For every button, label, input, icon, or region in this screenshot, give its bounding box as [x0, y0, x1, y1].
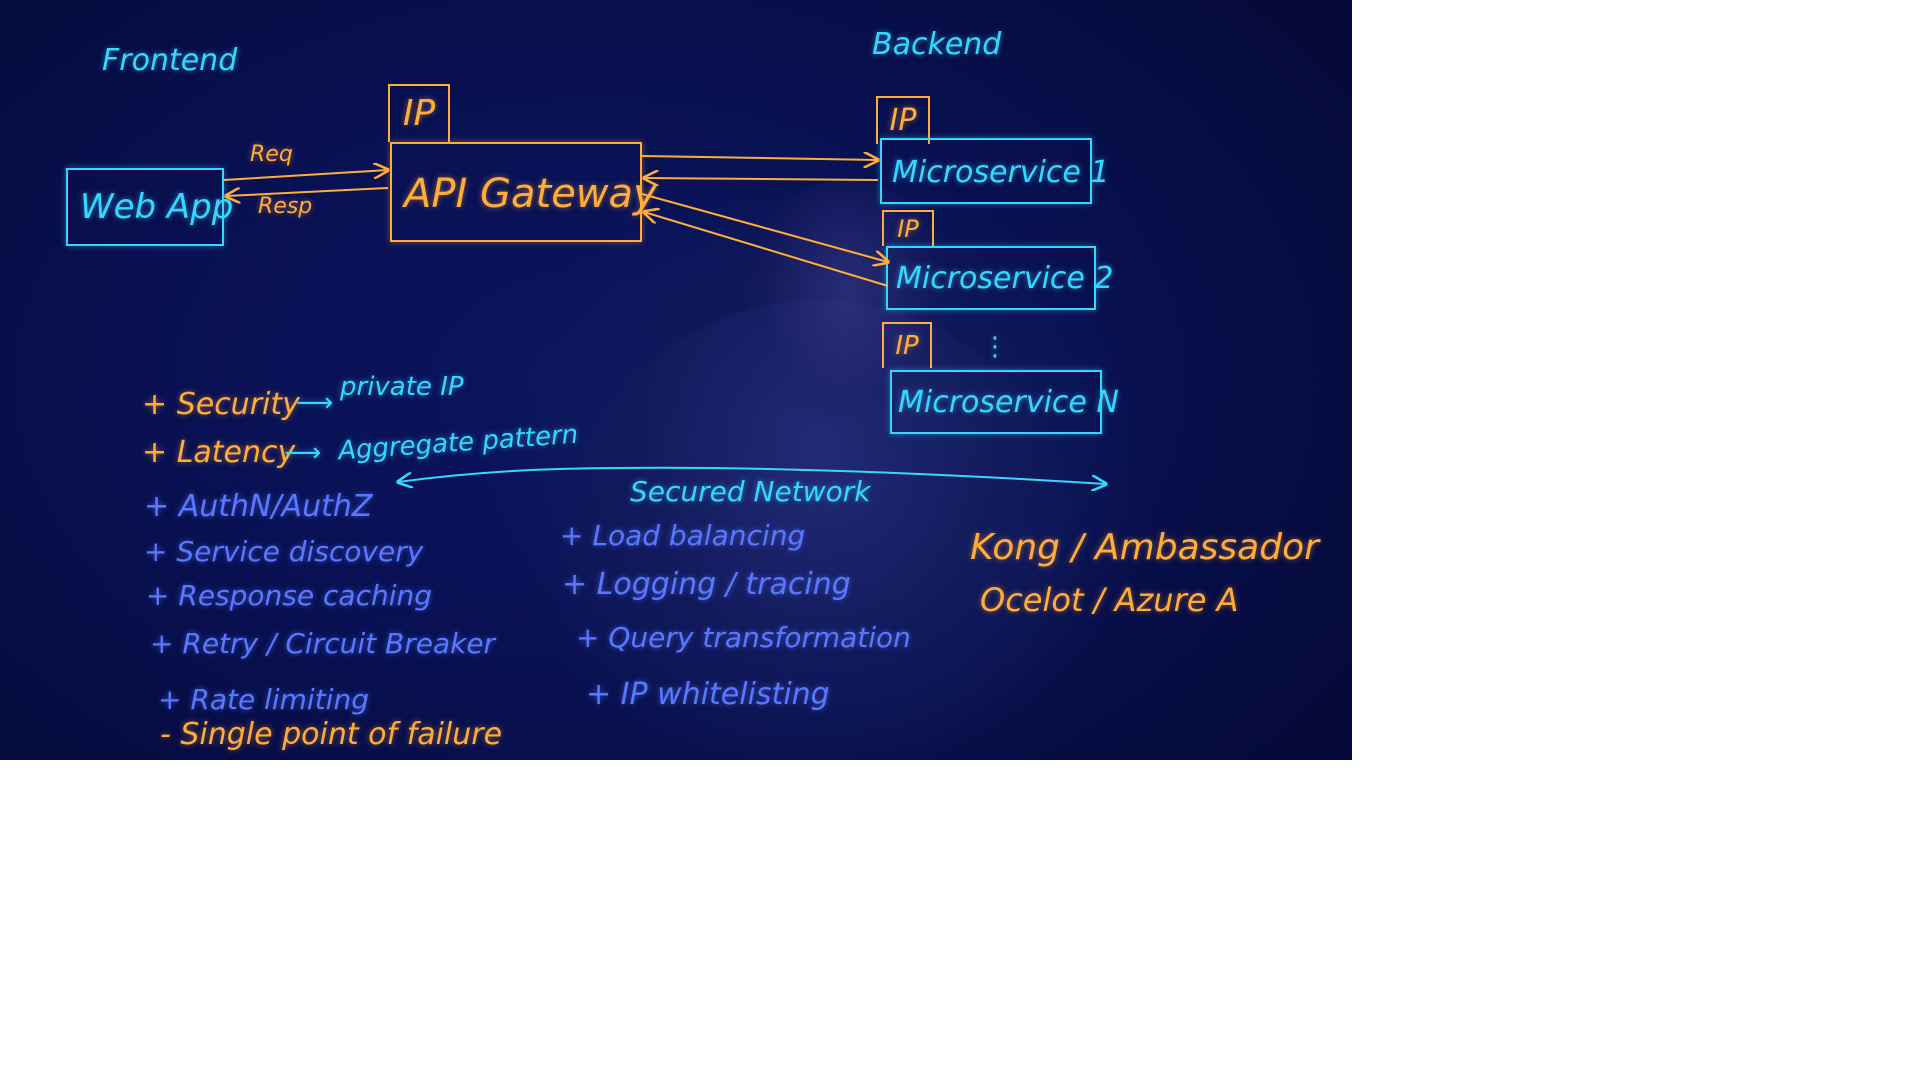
gw-to-ms2-arrow	[641, 193, 888, 262]
web-app-box: Web App	[66, 168, 233, 246]
pro-text: Service discovery	[176, 535, 424, 568]
service-2-ip-tag: IP	[882, 210, 934, 246]
pro-item: + Rate limiting	[158, 686, 369, 714]
pro-arrow: ⟶	[284, 438, 322, 468]
microservice-1-box: Microservice 1	[880, 138, 1110, 204]
microservice-2-label: Microservice 2	[896, 261, 1114, 296]
ms1-to-gw-arrow	[644, 178, 879, 180]
pro-sign: +	[142, 387, 168, 422]
services-ellipsis: ⋮	[982, 332, 1008, 362]
pro-text: Response caching	[178, 579, 433, 612]
pro-text: Retry / Circuit Breaker	[182, 627, 496, 660]
service-1-ip-label: IP	[889, 103, 917, 138]
pro-item: + Service discovery	[144, 538, 423, 566]
gateway-ip-tag: IP	[388, 84, 450, 142]
pro-middle-item: + Query transformation	[576, 621, 911, 654]
pro-sign: +	[144, 535, 168, 568]
web-app-label: Web App	[80, 187, 234, 227]
products-line-2: Ocelot / Azure A	[980, 581, 1239, 619]
secured-network-label: Secured Network	[630, 475, 871, 508]
pro-note: private IP	[340, 372, 464, 402]
service-2-ip-label: IP	[897, 215, 919, 243]
pro-sign: +	[144, 489, 170, 524]
pro-item: + Security	[142, 390, 300, 420]
resp-label: Resp	[258, 194, 313, 219]
pro-sign: +	[142, 435, 168, 470]
products-line-1: Kong / Ambassador	[970, 527, 1319, 568]
pro-sign: +	[158, 683, 182, 716]
api-gateway-label: API Gateway	[404, 171, 657, 217]
frontend-label: Frontend	[102, 43, 238, 78]
pro-text: Security	[176, 387, 300, 422]
gw-to-ms1-arrow	[641, 156, 878, 160]
presenter-head	[748, 180, 948, 420]
api-gateway-box: API Gateway	[390, 142, 657, 242]
gateway-ip-label: IP	[402, 93, 436, 134]
pro-arrow: ⟶	[296, 388, 334, 418]
pro-item: + Response caching	[146, 582, 432, 610]
pro-text: Rate limiting	[190, 683, 369, 716]
microservice-2-box: Microservice 2	[886, 246, 1114, 310]
secured-network-arrow	[398, 466, 1106, 484]
pro-middle-item: + Logging / tracing	[562, 567, 851, 602]
pro-item: + Latency	[142, 438, 295, 468]
pro-middle-item: + IP whitelisting	[586, 677, 830, 712]
pro-item: + AuthN/AuthZ	[144, 492, 372, 522]
microservice-n-label: Microservice N	[898, 385, 1119, 420]
pro-sign: +	[146, 579, 170, 612]
con-text: Single point of failure	[180, 717, 503, 752]
pro-sign: +	[150, 627, 174, 660]
con-item: - Single point of failure	[160, 720, 502, 750]
pro-middle-item: + Load balancing	[560, 519, 806, 552]
microservice-n-box: Microservice N	[890, 370, 1119, 434]
con-sign: -	[160, 717, 171, 752]
diagram-arrows	[223, 0, 1352, 760]
req-label: Req	[250, 142, 293, 167]
service-n-ip-tag: IP	[882, 322, 932, 368]
req-arrow	[223, 170, 388, 181]
presenter-silhouette	[560, 300, 1080, 760]
pro-text: AuthN/AuthZ	[178, 489, 373, 524]
microservice-1-label: Microservice 1	[892, 155, 1110, 190]
pro-item: + Retry / Circuit Breaker	[150, 630, 495, 658]
service-n-ip-label: IP	[895, 331, 919, 361]
backend-label: Backend	[872, 27, 1002, 62]
service-1-ip-tag: IP	[876, 96, 930, 144]
pro-text: Latency	[176, 435, 296, 470]
whiteboard: Frontend Backend Web App IP API Gateway …	[0, 0, 1352, 760]
ms2-to-gw-arrow	[644, 212, 889, 287]
resp-arrow	[226, 187, 389, 196]
